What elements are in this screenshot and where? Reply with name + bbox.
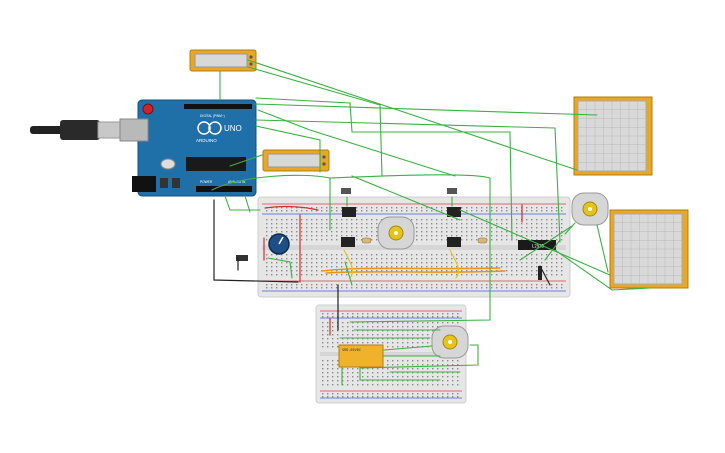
graph-display-top-grid [578,101,646,171]
motor-driver-chip[interactable]: L293D [518,240,556,250]
dc-motor-2[interactable] [571,192,609,226]
dc-motor-3[interactable] [431,325,469,359]
reset-button[interactable] [142,103,154,115]
graph-display-bottom[interactable] [609,209,689,289]
transistor-1[interactable] [341,188,356,217]
dc-motor-1[interactable] [377,216,415,250]
driver-chip-label: L293D [532,244,545,249]
transistor-3[interactable] [447,188,461,217]
board-brand-label: ARDUINO [196,138,217,143]
potentiometer[interactable] [268,233,290,255]
usb-cable [30,120,125,140]
transistor-2[interactable] [341,237,355,247]
relay-label: SRD-05VDC [342,348,361,352]
resistor-1[interactable] [361,237,372,244]
lcd-display-top[interactable] [189,49,257,72]
wires [211,59,651,386]
slide-switch[interactable] [236,255,248,261]
resistor-2[interactable] [477,237,488,244]
graph-display-top[interactable] [573,96,653,176]
relay-module[interactable]: SRD-05VDC [338,344,384,368]
arduino-logo-icon [197,121,222,135]
transistor-4[interactable] [447,237,461,247]
graph-display-bottom-grid [614,214,682,284]
power-header-label: POWER [200,180,213,184]
capacitor[interactable] [538,266,542,280]
digital-header-label: DIGITAL (PWM~) [200,114,225,118]
board-model-label: UNO [224,124,242,133]
arduino-uno-board[interactable]: UNO ARDUINO DIGITAL (PWM~) POWER ANALOG … [119,99,257,197]
lcd-display-middle[interactable] [262,149,330,172]
